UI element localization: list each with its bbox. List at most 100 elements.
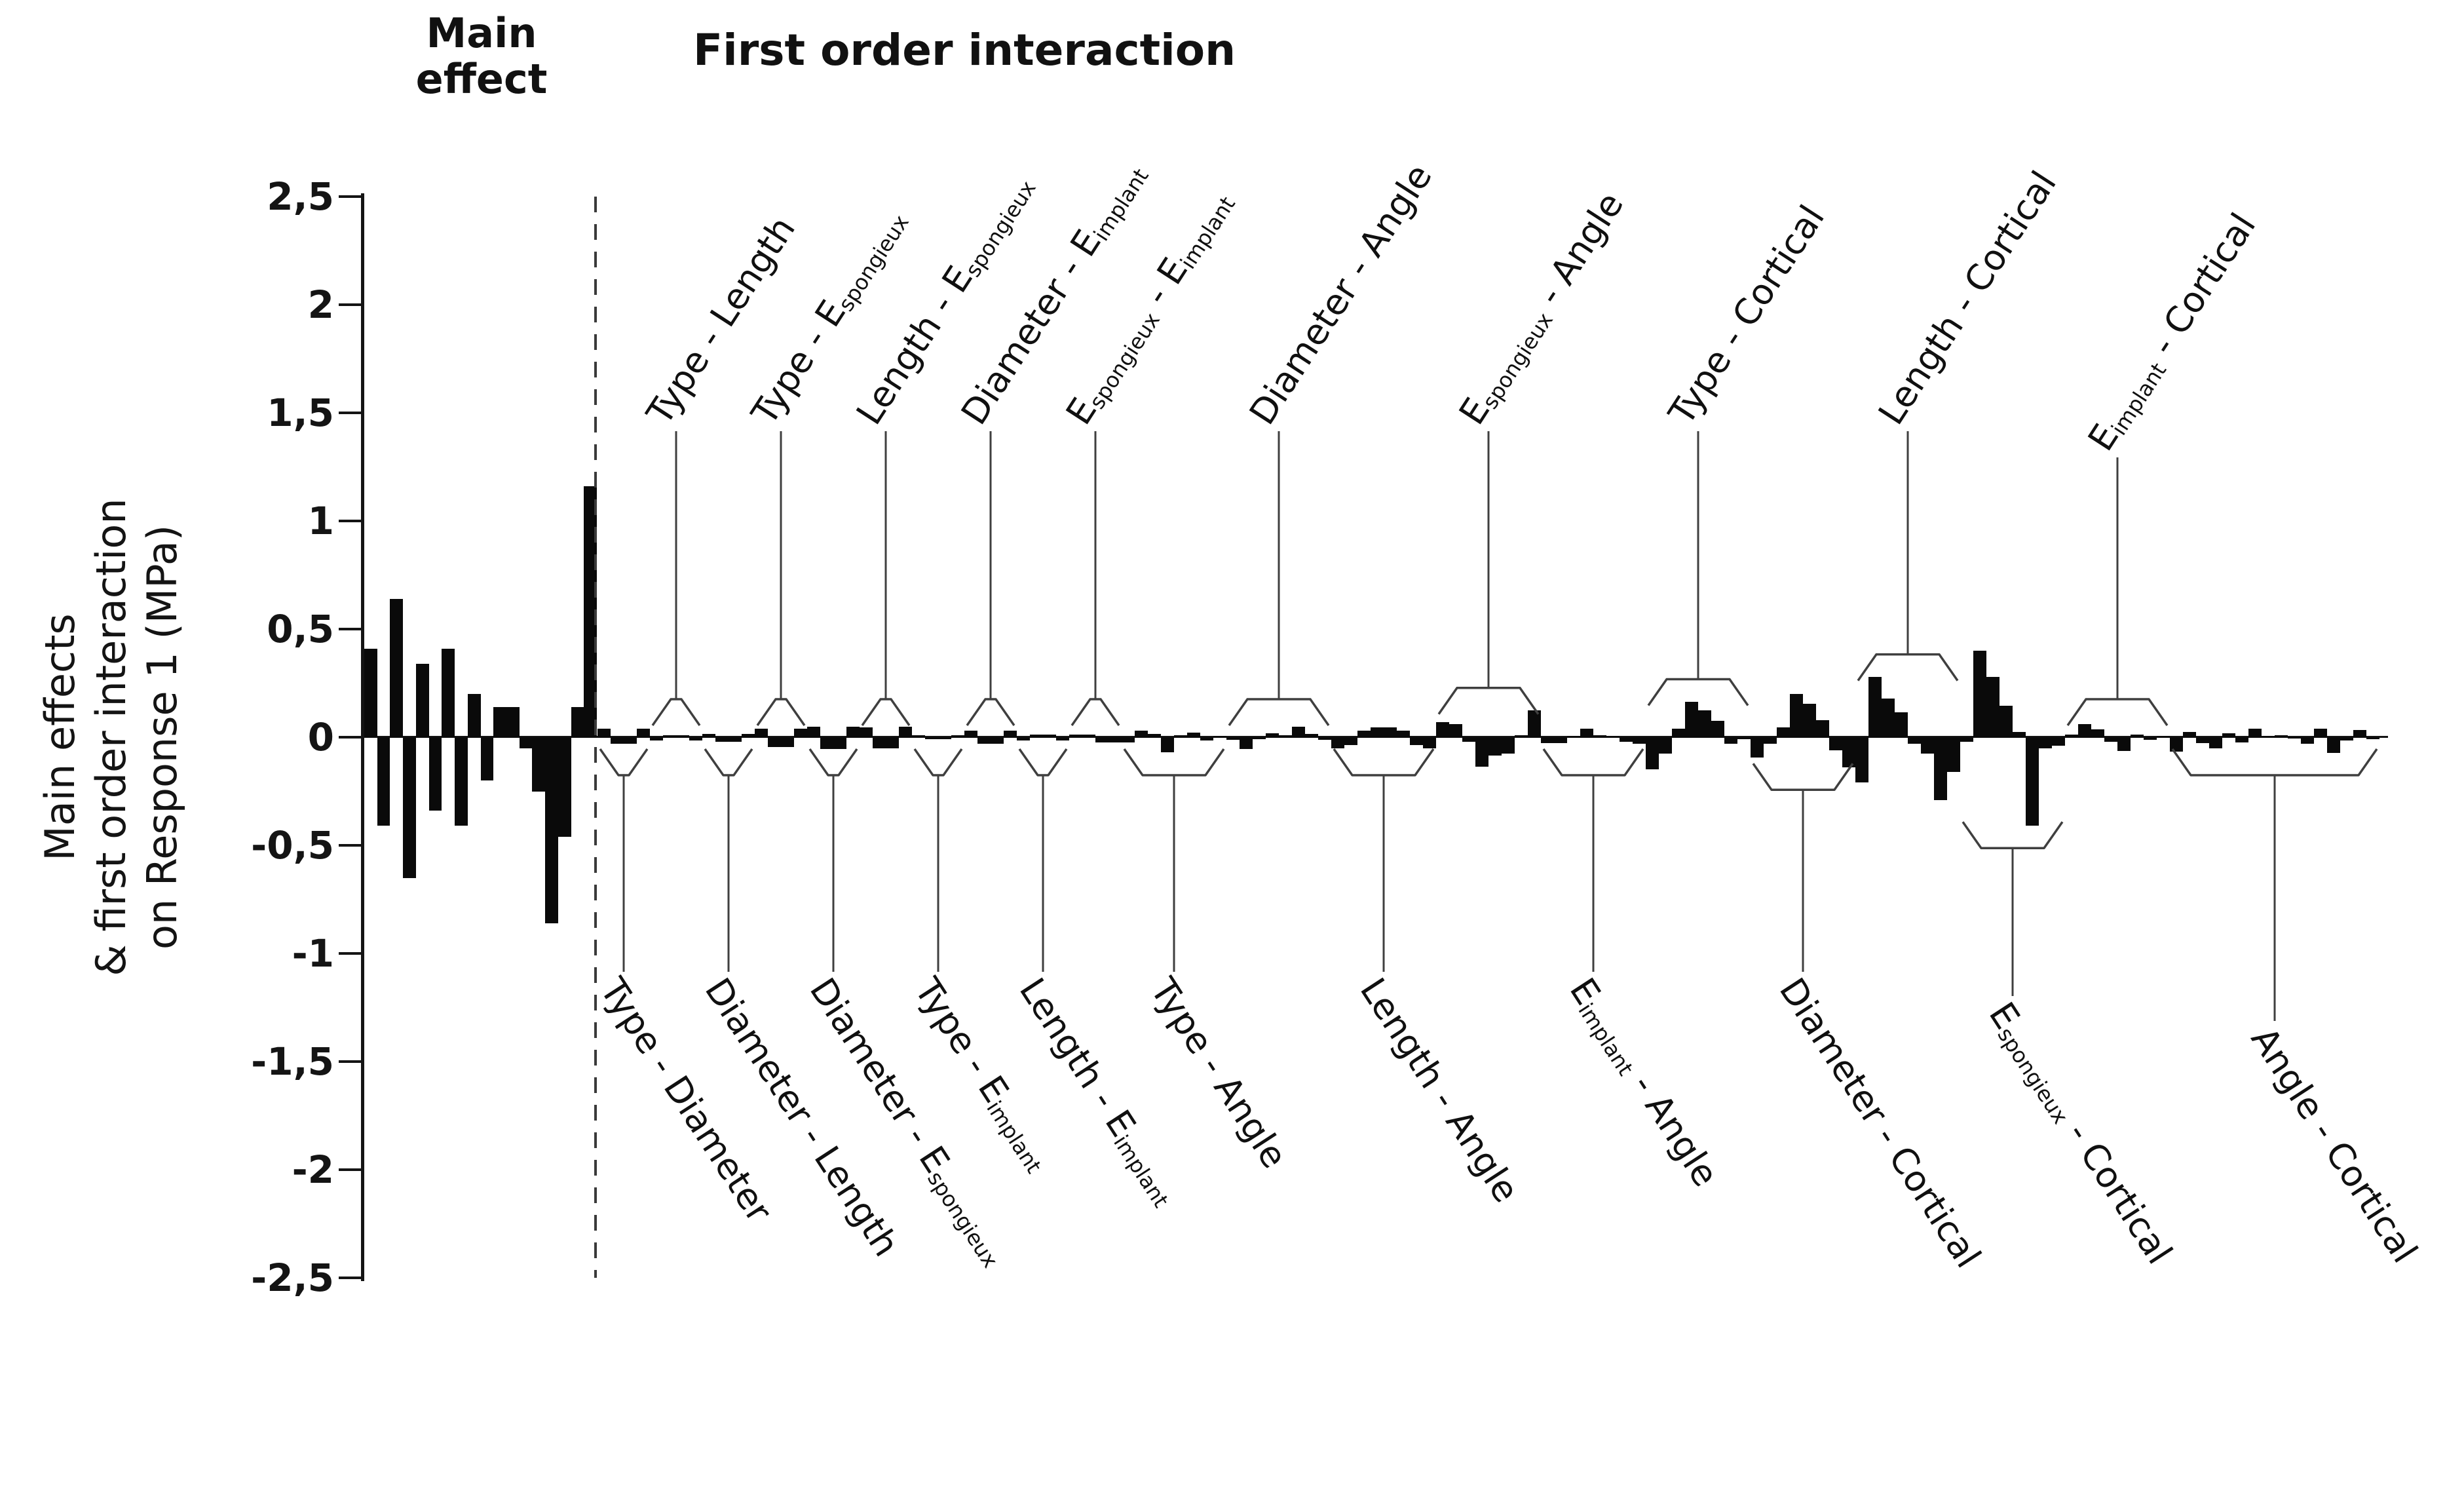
interaction-bar: [1384, 727, 1397, 737]
group-brace: [1752, 763, 1854, 791]
interaction-bar: [2235, 737, 2248, 742]
interaction-bar: [1973, 651, 1986, 737]
interaction-bar: [1777, 727, 1790, 737]
interaction-bar: [2052, 737, 2065, 746]
interaction-bar: [637, 728, 650, 737]
interaction-bar: [1004, 731, 1017, 737]
interaction-bar: [1711, 721, 1724, 737]
group-brace: [756, 698, 806, 727]
interaction-bar: [2353, 730, 2366, 737]
interaction-bar: [2275, 735, 2288, 737]
interaction-bar: [860, 727, 873, 737]
main-effect-bar: [545, 737, 558, 923]
group-brace: [913, 748, 963, 777]
interaction-bar: [2196, 737, 2209, 743]
y-tick-label: 2,5: [267, 174, 334, 219]
interaction-bar: [1633, 737, 1646, 744]
interaction-bar: [2091, 729, 2104, 737]
interaction-bar: [2157, 736, 2170, 737]
interaction-bar: [1986, 676, 2000, 737]
interaction-bar: [2170, 737, 2183, 752]
interaction-bar: [663, 735, 676, 737]
y-tick-mark: [339, 1168, 362, 1171]
group-brace: [599, 748, 649, 777]
interaction-bar: [1895, 712, 1908, 737]
interaction-bar: [1842, 737, 1855, 768]
group-brace: [1123, 748, 1225, 777]
interaction-bar: [1620, 737, 1633, 742]
interaction-bar: [715, 737, 729, 742]
interaction-bar: [2222, 733, 2235, 737]
main-effect-bar: [416, 663, 429, 737]
interaction-bar: [846, 726, 860, 737]
interaction-label-top: Diameter - Angle: [1241, 157, 1440, 432]
interaction-bar: [597, 728, 611, 737]
interaction-bar: [1161, 737, 1174, 753]
interaction-bar: [1908, 737, 1921, 744]
interaction-label-top: Diameter - Eimplant: [953, 164, 1154, 432]
interaction-bar: [2209, 737, 2222, 748]
y-tick-mark: [339, 952, 362, 955]
interaction-bar: [1934, 737, 1947, 800]
interaction-bar: [2183, 731, 2196, 737]
interaction-bar: [1069, 735, 1082, 737]
interaction-bar: [2078, 724, 2091, 737]
interaction-bar: [2013, 731, 2026, 737]
main-effect-bar: [390, 598, 403, 737]
interaction-bar: [1921, 737, 1934, 754]
label-subscript: implant: [1109, 1130, 1174, 1212]
interaction-label-top: Eimplant - Cortical: [2079, 206, 2264, 459]
interaction-bar: [1305, 734, 1318, 737]
interaction-bar: [1187, 733, 1200, 737]
interaction-bar: [807, 726, 820, 737]
interaction-bar: [1475, 737, 1488, 767]
main-effect-section-title: Main effect: [351, 10, 613, 102]
interaction-bar: [1423, 737, 1436, 748]
label-subscript: spongieux: [922, 1166, 1003, 1273]
interaction-bar: [1685, 701, 1698, 737]
interaction-bar: [1095, 737, 1109, 743]
interaction-bar: [964, 731, 977, 737]
interaction-bar: [2340, 737, 2353, 740]
y-axis-title-line1: Main effects: [36, 613, 84, 861]
label-subscript: spongieux: [1477, 308, 1558, 413]
interaction-bar: [1043, 734, 1056, 737]
interaction-bar: [1226, 737, 1240, 740]
interaction-bar: [1030, 734, 1043, 737]
group-brace: [704, 748, 753, 777]
group-brace: [861, 698, 911, 727]
interaction-bar: [755, 728, 768, 737]
interaction-bar: [1672, 728, 1685, 737]
interaction-bar: [899, 726, 912, 737]
y-tick-mark: [339, 628, 362, 630]
interaction-bar: [1213, 736, 1226, 737]
interaction-bar: [1947, 737, 1960, 772]
interaction-bar: [2301, 737, 2314, 744]
main-effect-bar: [455, 737, 468, 826]
main-effect-title-line2: effect: [415, 55, 548, 103]
interaction-bar: [676, 735, 689, 737]
interaction-bar: [1724, 737, 1737, 744]
interaction-bar: [886, 737, 899, 748]
interaction-bar: [689, 737, 702, 740]
interaction-bar: [1606, 736, 1620, 737]
interaction-bar: [925, 737, 938, 740]
interaction-bar: [1135, 731, 1148, 737]
interaction-bar: [729, 737, 742, 742]
interaction-bar: [2327, 737, 2340, 753]
interaction-bar: [702, 734, 715, 737]
interaction-bar: [2065, 735, 2078, 737]
interaction-bar: [1357, 731, 1371, 737]
label-subscript: implant: [1175, 192, 1240, 274]
interaction-bar: [2000, 706, 2013, 737]
interaction-bar: [1017, 737, 1030, 740]
interaction-bar: [742, 734, 755, 737]
y-tick-label: -0,5: [251, 823, 334, 868]
interaction-bar: [1868, 676, 1882, 737]
main-effect-bar: [442, 648, 455, 737]
interaction-bar: [794, 728, 807, 737]
interaction-bar: [938, 737, 951, 740]
interaction-bar: [611, 737, 624, 744]
interaction-bar: [1292, 727, 1305, 737]
